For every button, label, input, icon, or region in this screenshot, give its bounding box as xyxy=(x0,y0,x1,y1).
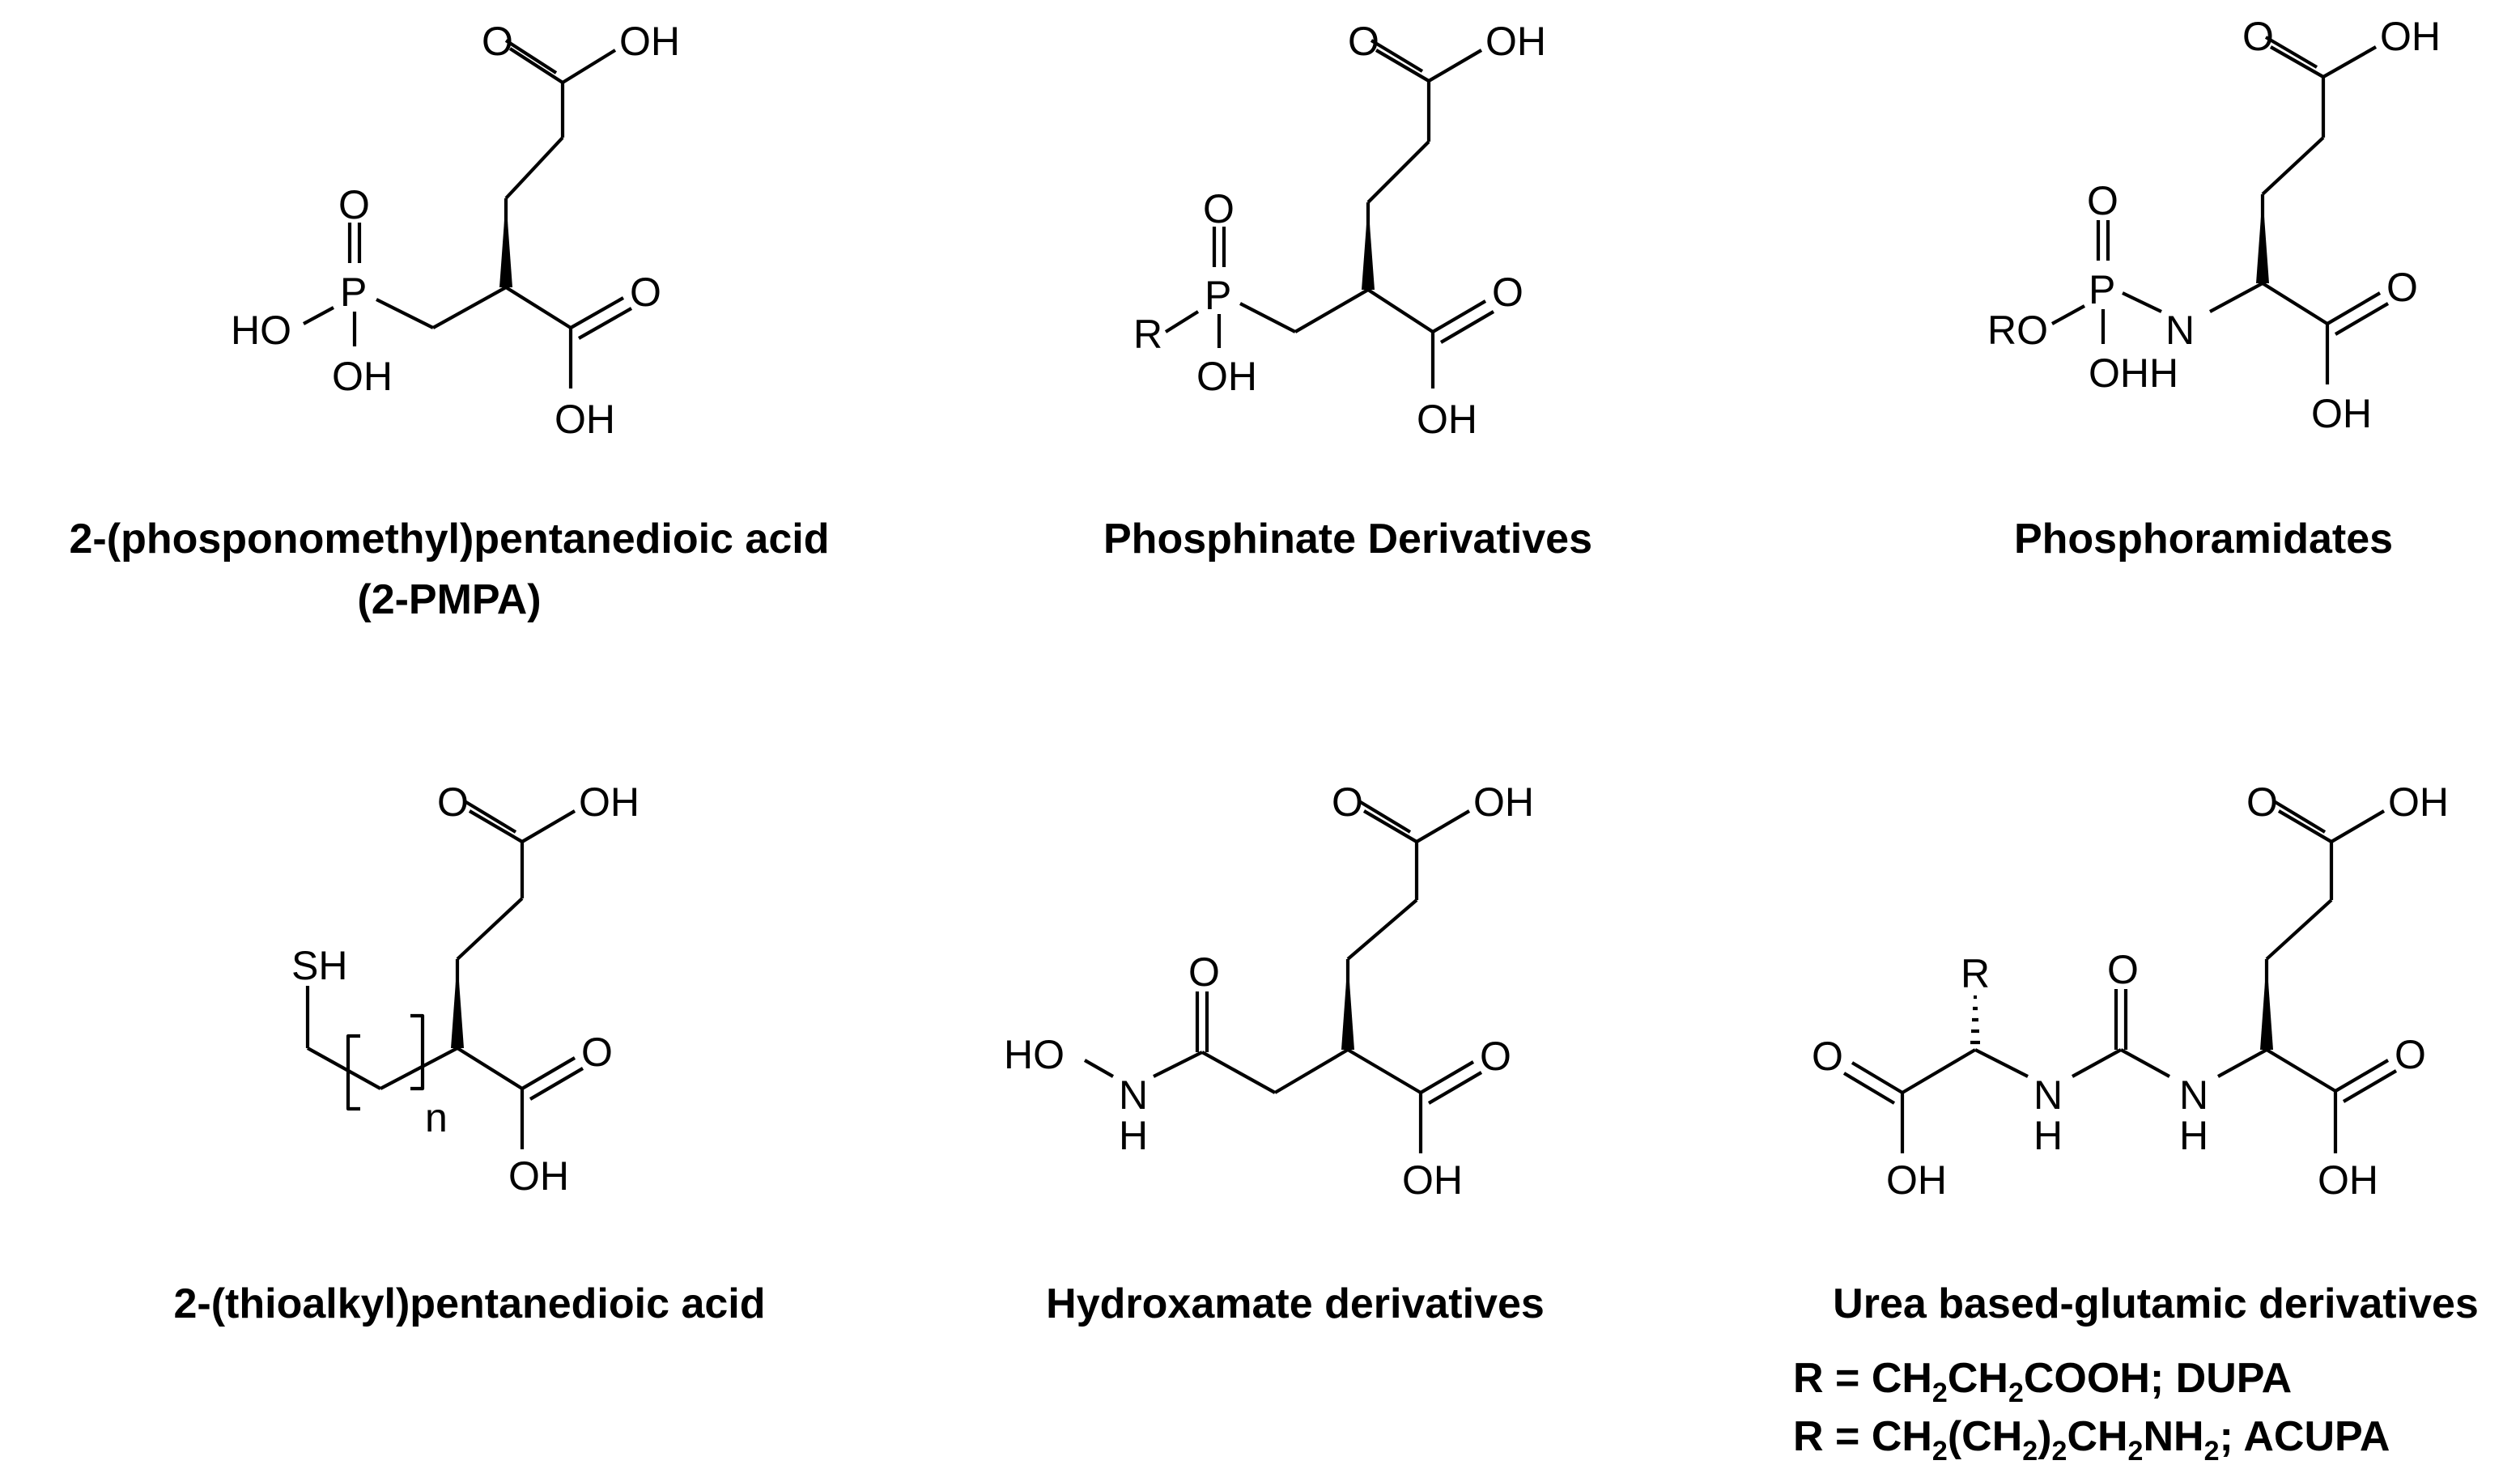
atom-label: N xyxy=(2165,308,2195,353)
atom-label: OH xyxy=(2318,1157,2378,1203)
atom-label: OH xyxy=(1196,354,1257,399)
atom-label: OH xyxy=(332,354,393,399)
structure-2-pmpa: O OH O P HO OH O OH 2-(phosponomethyl)pe… xyxy=(70,19,830,623)
caption-thioalkyl: 2-(thioalkyl)pentanedioic acid xyxy=(173,1280,765,1327)
caption-2-pmpa: 2-(phosponomethyl)pentanedioic acid xyxy=(70,516,830,563)
atom-label: OH xyxy=(1417,397,1477,442)
atom-label: O xyxy=(2087,178,2118,223)
atom-label: N xyxy=(2179,1072,2208,1118)
structure-phosphinate: O OH O P R OH O OH Phosphinate Derivativ… xyxy=(1103,19,1592,563)
atom-label: O xyxy=(2107,947,2139,992)
atom-label: OH xyxy=(555,397,615,442)
atom-label: O xyxy=(2246,779,2278,825)
structure-urea-glutamic: O OH R O O N H N H O OH OH Urea based-gl… xyxy=(1793,779,2479,1467)
atom-label: N xyxy=(2033,1072,2063,1118)
atom-label: OH xyxy=(2380,14,2441,59)
structure-thioalkyl: O OH SH n O OH 2-(thioalkyl)pentanedioic… xyxy=(173,779,765,1327)
r-group-dupa: R = CH2CH2COOH; DUPA xyxy=(1793,1355,2292,1408)
structure-phosphoramidate: O OH O P RO N OHH O OH Phosphoramidates xyxy=(1987,14,2441,563)
atom-label: OHH xyxy=(2089,350,2178,396)
atom-label: P xyxy=(340,270,367,315)
atom-label: OH xyxy=(1473,779,1534,825)
atom-label: O xyxy=(2386,265,2418,310)
atom-label: P xyxy=(2089,267,2115,312)
structure-hydroxamate: O OH O HO N H O OH Hydroxamate derivativ… xyxy=(1004,779,1545,1327)
atom-label: O xyxy=(482,19,513,64)
atom-label: O xyxy=(2395,1032,2426,1077)
caption-2-pmpa-abbrev: (2-PMPA) xyxy=(357,576,541,623)
caption-phosphoramidates: Phosphoramidates xyxy=(2014,516,2393,563)
atom-label: H xyxy=(2179,1113,2208,1158)
atom-label: O xyxy=(437,779,469,825)
atom-label: OH xyxy=(1402,1157,1463,1203)
atom-label: H xyxy=(1119,1113,1148,1158)
atom-label: O xyxy=(630,270,661,315)
atom-label: OH xyxy=(579,779,640,825)
atom-label: R xyxy=(1961,951,1990,996)
r-group-acupa: R = CH2(CH2)2CH2NH2; ACUPA xyxy=(1793,1413,2390,1467)
atom-label: O xyxy=(338,182,370,227)
caption-phosphinate: Phosphinate Derivatives xyxy=(1103,516,1592,563)
atom-label: H xyxy=(2033,1113,2063,1158)
atom-label: O xyxy=(1480,1034,1511,1079)
atom-label: OH xyxy=(619,19,680,64)
caption-urea-glutamic: Urea based-glutamic derivatives xyxy=(1833,1280,2479,1327)
atom-label: R xyxy=(1133,312,1162,357)
atom-label: n xyxy=(425,1095,448,1140)
atom-label: OH xyxy=(1485,19,1546,64)
atom-label: OH xyxy=(2388,779,2449,825)
atom-label: OH xyxy=(2311,391,2372,436)
atom-label: RO xyxy=(1987,308,2048,353)
atom-label: O xyxy=(1348,19,1379,64)
atom-label: O xyxy=(581,1030,613,1075)
atom-label: N xyxy=(1119,1072,1148,1118)
atom-label: O xyxy=(1203,186,1235,231)
hashed-wedge-bond xyxy=(1970,995,1980,1045)
atom-label: HO xyxy=(1004,1032,1065,1077)
atom-label: HO xyxy=(231,308,291,353)
atom-label: OH xyxy=(1886,1157,1947,1203)
caption-hydroxamate: Hydroxamate derivatives xyxy=(1046,1280,1545,1327)
atom-label: SH xyxy=(291,943,347,988)
atom-label: P xyxy=(1205,273,1231,318)
atom-label: O xyxy=(1188,949,1220,995)
atom-label: O xyxy=(2242,14,2274,59)
atom-label: O xyxy=(1332,779,1363,825)
atom-label: OH xyxy=(508,1153,569,1199)
atom-label: O xyxy=(1492,270,1523,315)
atom-label: O xyxy=(1812,1034,1843,1079)
